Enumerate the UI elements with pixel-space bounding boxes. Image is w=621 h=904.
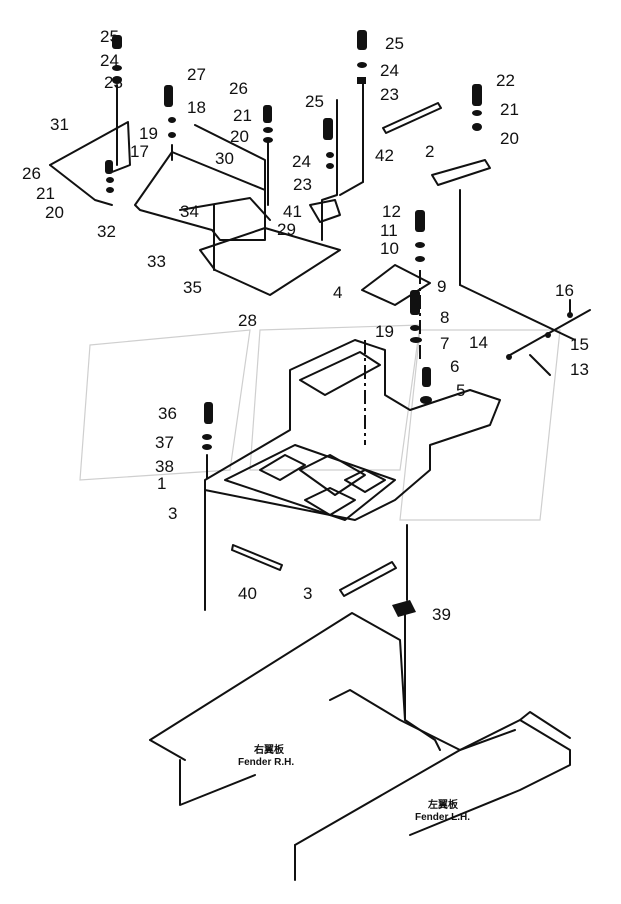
fenders bbox=[149, 612, 571, 881]
callout-34: 34 bbox=[180, 202, 199, 221]
callout-41: 41 bbox=[283, 202, 302, 221]
callout-15: 15 bbox=[570, 335, 589, 354]
callout-13: 13 bbox=[570, 360, 589, 379]
callout-17: 17 bbox=[130, 142, 149, 161]
callout-21c: 21 bbox=[500, 100, 519, 119]
callout-29: 29 bbox=[277, 220, 296, 239]
callout-23c: 23 bbox=[380, 85, 399, 104]
linkage bbox=[506, 299, 591, 376]
callout-5: 5 bbox=[456, 381, 466, 400]
fasteners bbox=[105, 30, 482, 617]
fender-rh-label-cn: 右翼板 bbox=[254, 745, 284, 756]
callout-4: 4 bbox=[333, 283, 343, 302]
callout-19b: 19 bbox=[375, 322, 394, 341]
callout-26: 26 bbox=[22, 164, 41, 183]
callout-27: 27 bbox=[187, 65, 206, 84]
callout-25b: 25 bbox=[305, 92, 324, 111]
callout-19: 19 bbox=[139, 124, 158, 143]
callout-3a: 3 bbox=[168, 504, 178, 523]
watermark bbox=[79, 324, 561, 521]
plates bbox=[339, 79, 576, 341]
callout-10: 10 bbox=[380, 239, 399, 258]
callout-39: 39 bbox=[432, 605, 451, 624]
callout-26b: 26 bbox=[229, 79, 248, 98]
callout-2: 2 bbox=[425, 142, 435, 161]
callout-18: 18 bbox=[187, 98, 206, 117]
callout-7: 7 bbox=[440, 334, 450, 353]
callout-6: 6 bbox=[450, 357, 460, 376]
callout-20c: 20 bbox=[500, 129, 519, 148]
callout-14: 14 bbox=[469, 333, 488, 352]
callout-35: 35 bbox=[183, 278, 202, 297]
callout-28: 28 bbox=[238, 311, 257, 330]
callout-25: 25 bbox=[100, 27, 119, 46]
callout-20b: 20 bbox=[230, 127, 249, 146]
callout-32: 32 bbox=[97, 222, 116, 241]
callout-38: 38 bbox=[155, 457, 174, 476]
callout-24: 24 bbox=[100, 51, 119, 70]
callout-25c: 25 bbox=[385, 34, 404, 53]
callout-12: 12 bbox=[382, 202, 401, 221]
callout-23b: 23 bbox=[293, 175, 312, 194]
callout-11: 11 bbox=[380, 221, 398, 240]
callout-21b: 21 bbox=[233, 106, 252, 125]
cover-assembly-left bbox=[49, 84, 341, 296]
callout-37: 37 bbox=[155, 433, 174, 452]
callout-40: 40 bbox=[238, 584, 257, 603]
fender-lh-label: Fender L.H. bbox=[415, 812, 471, 823]
fender-rh-label: Fender R.H. bbox=[238, 757, 295, 768]
callout-20: 20 bbox=[45, 203, 64, 222]
callout-1: 1 bbox=[157, 474, 167, 493]
callout-21: 21 bbox=[36, 184, 55, 203]
callout-9: 9 bbox=[437, 277, 447, 296]
callout-30: 30 bbox=[215, 149, 234, 168]
callout-16: 16 bbox=[555, 281, 574, 300]
callout-8: 8 bbox=[440, 308, 450, 327]
callout-22: 22 bbox=[496, 71, 515, 90]
loose-parts bbox=[231, 544, 397, 597]
callout-24c: 24 bbox=[380, 61, 399, 80]
callout-3b: 3 bbox=[303, 584, 313, 603]
callout-42: 42 bbox=[375, 146, 394, 165]
callout-36: 36 bbox=[158, 404, 177, 423]
floor-frame bbox=[204, 270, 501, 721]
callout-31: 31 bbox=[50, 115, 69, 134]
callout-24b: 24 bbox=[292, 152, 311, 171]
callout-23: 23 bbox=[104, 73, 123, 92]
callout-33: 33 bbox=[147, 252, 166, 271]
fender-lh-label-cn: 左翼板 bbox=[428, 800, 458, 811]
